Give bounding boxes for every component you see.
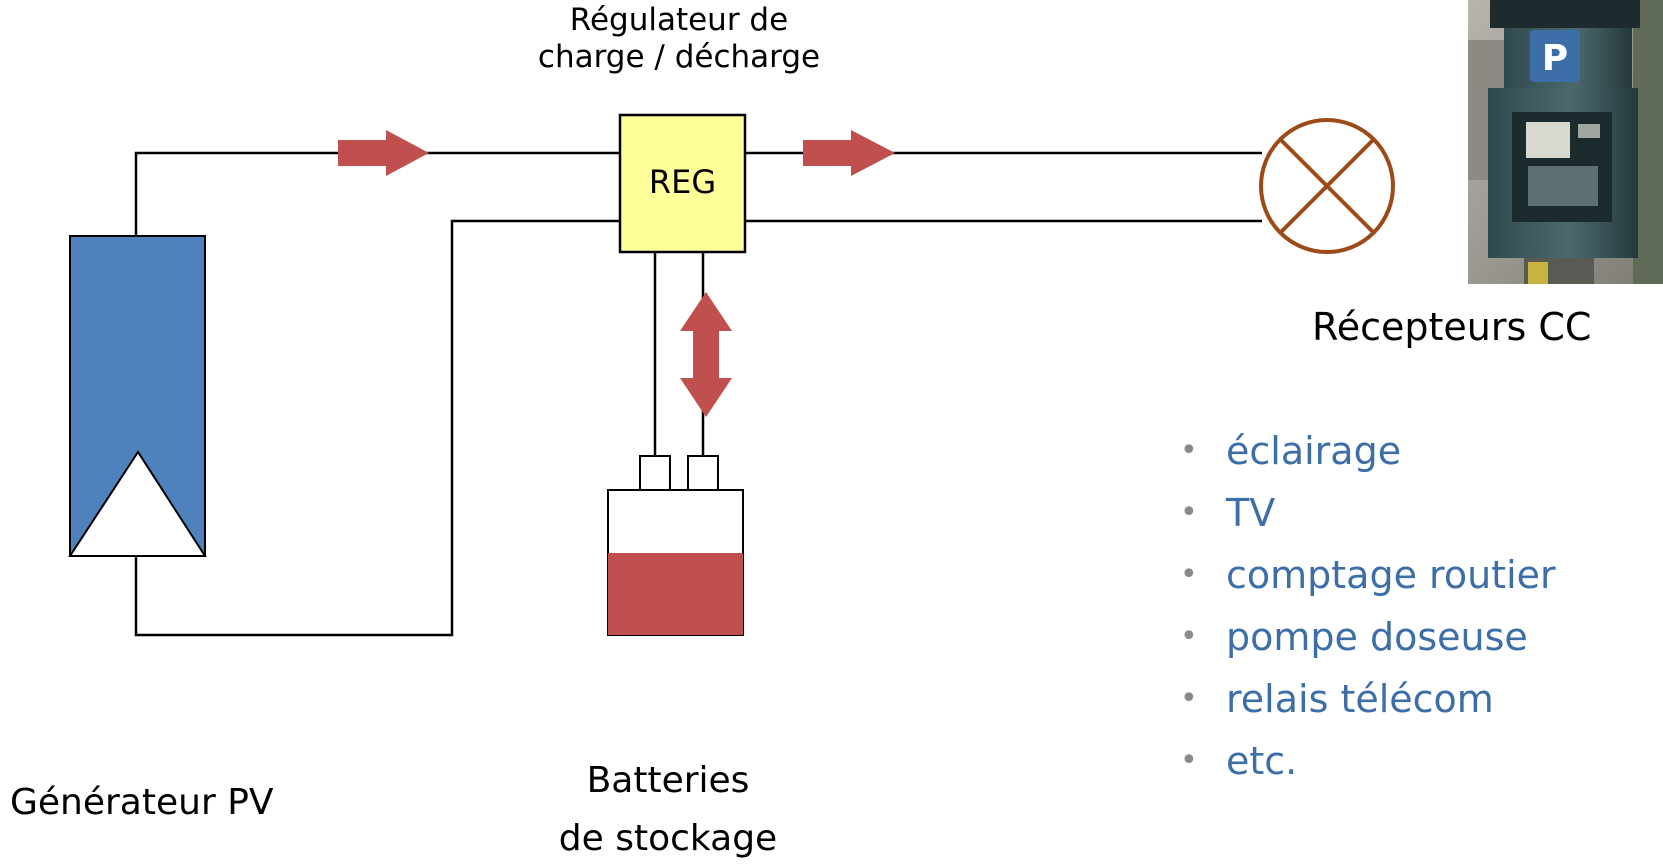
arrow-reg-to-load: [803, 130, 895, 176]
regulator-box: [618, 113, 747, 254]
pv-generator-label: Générateur PV: [10, 782, 274, 823]
pv-panel-icon: [68, 235, 207, 557]
battery-label-line1: Batteries: [586, 760, 750, 801]
parking-meter-photo: P: [1468, 0, 1663, 284]
arrow-reg-battery-bidirectional: [680, 292, 732, 417]
list-item: TV: [1180, 482, 1556, 544]
battery-icon: [607, 455, 744, 636]
list-item: relais télécom: [1180, 668, 1556, 730]
regulator-title: Régulateur de charge / décharge: [519, 2, 839, 75]
battery-label: Batteries de stockage: [518, 752, 818, 868]
battery-label-line2: de stockage: [558, 818, 778, 859]
meter-sign: P: [1542, 38, 1568, 79]
list-item: pompe doseuse: [1180, 606, 1556, 668]
regulator-title-line1: Régulateur de: [569, 2, 789, 38]
receivers-label: Récepteurs CC: [1312, 305, 1592, 349]
parking-meter-image: P: [1468, 0, 1663, 284]
list-item: comptage routier: [1180, 544, 1556, 606]
wire-pv-bottom: [134, 219, 620, 637]
arrow-pv-to-reg: [338, 130, 429, 176]
receivers-list: éclairage TV comptage routier pompe dose…: [1180, 420, 1556, 792]
regulator-label: REG: [648, 163, 717, 201]
list-item: éclairage: [1180, 420, 1556, 482]
list-item: etc.: [1180, 730, 1556, 792]
wire-pv-top: [134, 151, 620, 236]
lamp-icon: [1259, 118, 1395, 254]
regulator-title-line2: charge / décharge: [537, 38, 821, 75]
